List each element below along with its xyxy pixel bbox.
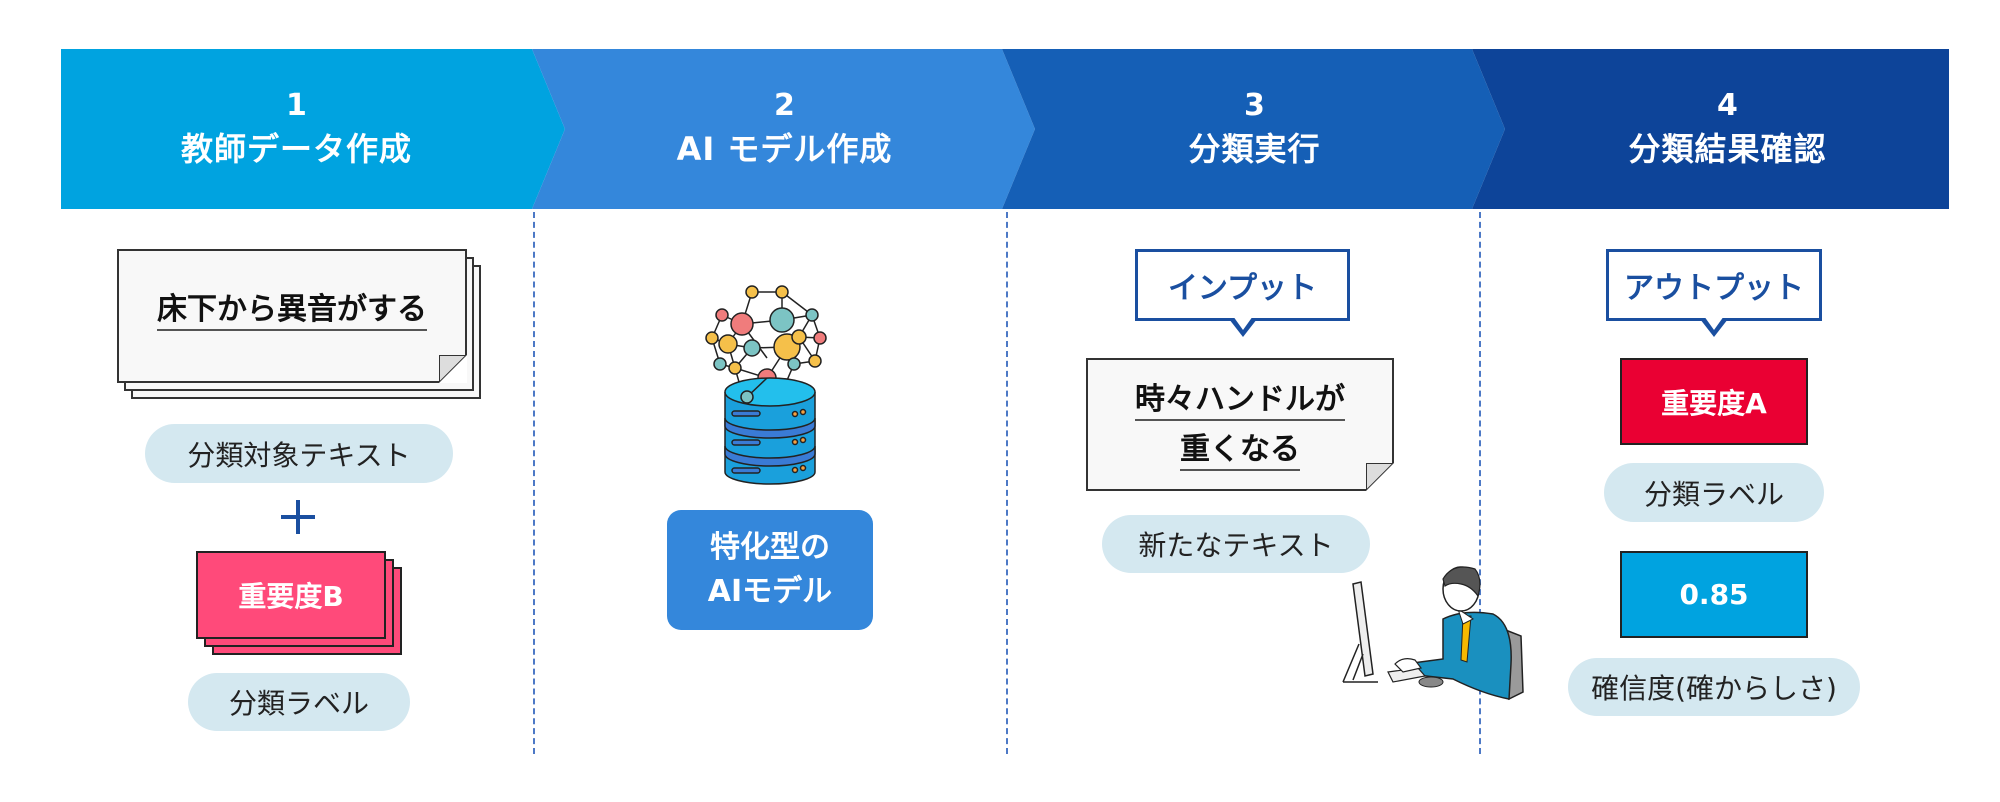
step-title: 教師データ作成 — [180, 130, 412, 168]
step-title: 分類結果確認 — [1628, 130, 1827, 168]
importance-card: 重要度A — [1620, 358, 1808, 445]
step-3-header: 3 分類実行 — [1002, 49, 1507, 209]
label-pill: 確信度(確からしさ) — [1568, 658, 1860, 716]
text-document: 床下から異音がする — [117, 249, 467, 383]
bubble-tail — [1700, 316, 1728, 337]
ai-database-icon — [705, 285, 827, 485]
step-1-header: 1 教師データ作成 — [61, 49, 566, 209]
confidence-card: 0.85 — [1620, 551, 1808, 638]
process-header: 1 教師データ作成 2 AI モデル作成 3 分類実行 4 分類結果確認 — [61, 49, 1949, 209]
label-pill: 分類ラベル — [188, 673, 410, 731]
column-divider — [1479, 212, 1481, 754]
person-at-computer-icon — [1342, 566, 1524, 701]
step-number: 1 — [286, 88, 307, 123]
bubble-text: アウトプット — [1624, 271, 1804, 306]
chevron-shape — [1472, 49, 1949, 209]
model-line-2: AIモデル — [707, 574, 833, 609]
step-2-header: 2 AI モデル作成 — [532, 49, 1037, 209]
output-bubble: アウトプット — [1606, 249, 1822, 337]
step-number: 2 — [774, 88, 795, 123]
label-pill: 新たなテキスト — [1102, 515, 1370, 573]
page-curl-icon — [439, 355, 467, 383]
document-text: 床下から異音がする — [157, 292, 427, 327]
importance-card: 重要度B — [196, 551, 386, 639]
chevron-shape — [532, 49, 1035, 209]
column-divider — [533, 212, 535, 754]
chevron-shape — [1002, 49, 1505, 209]
step-number: 4 — [1717, 88, 1738, 123]
chevron-shape — [61, 49, 565, 209]
step-title: AI モデル作成 — [676, 130, 893, 168]
input-document: 時々ハンドルが 重くなる — [1086, 358, 1394, 491]
input-bubble: インプット — [1135, 249, 1350, 337]
page-curl-icon — [1366, 463, 1394, 491]
document-line-2: 重くなる — [1180, 431, 1300, 467]
model-line-1: 特化型の — [710, 530, 830, 565]
plus-icon — [281, 500, 315, 534]
document-line-1: 時々ハンドルが — [1135, 381, 1345, 417]
bubble-tail — [1228, 316, 1257, 337]
bubble-text: インプット — [1167, 271, 1318, 306]
step-title: 分類実行 — [1188, 130, 1321, 168]
label-pill: 分類対象テキスト — [145, 424, 453, 483]
step-4-header: 4 分類結果確認 — [1472, 49, 1949, 209]
column-divider — [1006, 212, 1008, 754]
step-number: 3 — [1244, 88, 1265, 123]
label-pill: 分類ラベル — [1604, 463, 1824, 522]
ai-model-box: 特化型の AIモデル — [667, 510, 873, 630]
